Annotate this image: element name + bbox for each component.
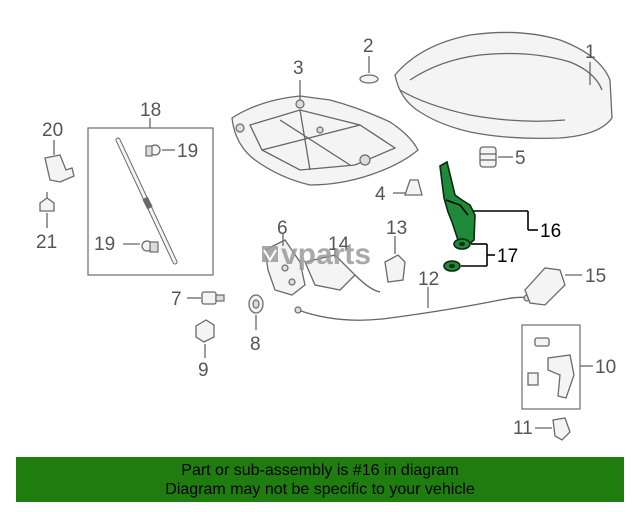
callout-7: 7 bbox=[171, 289, 182, 310]
grommet-lower-part-17[interactable] bbox=[443, 260, 461, 272]
callout-12: 12 bbox=[418, 269, 439, 290]
callout-4: 4 bbox=[375, 184, 386, 205]
callout-11: 11 bbox=[513, 418, 533, 439]
banner-line-2: Diagram may not be specific to your vehi… bbox=[165, 481, 475, 498]
callout-18: 18 bbox=[140, 100, 161, 121]
bolt-part-7[interactable] bbox=[201, 291, 225, 305]
callout-16: 16 bbox=[540, 221, 561, 242]
hood-panel[interactable] bbox=[394, 31, 613, 140]
callout-15: 15 bbox=[585, 266, 606, 287]
hood-strut[interactable] bbox=[115, 137, 178, 265]
ball-stud-upper[interactable] bbox=[145, 144, 161, 157]
latch-part-14[interactable] bbox=[304, 254, 356, 291]
banner-line-1: Part or sub-assembly is #16 in diagram bbox=[181, 462, 459, 479]
bracket-part-13[interactable] bbox=[384, 254, 406, 283]
callout-9: 9 bbox=[198, 360, 209, 381]
callout-6: 6 bbox=[277, 218, 288, 239]
callout-19a: 19 bbox=[177, 141, 198, 162]
cushion-part-5[interactable] bbox=[479, 146, 497, 168]
release-cable[interactable] bbox=[297, 296, 529, 321]
clip-part-4[interactable] bbox=[404, 179, 423, 196]
ball-stud-lower[interactable] bbox=[141, 240, 159, 253]
grommet-upper-part-17[interactable] bbox=[453, 238, 471, 250]
info-banner: Part or sub-assembly is #16 in diagram D… bbox=[16, 457, 624, 502]
bolt-part-21[interactable] bbox=[39, 192, 55, 212]
callout-19b: 19 bbox=[94, 234, 115, 255]
callout-3: 3 bbox=[293, 58, 304, 79]
callout-10: 10 bbox=[595, 357, 616, 378]
callout-2: 2 bbox=[363, 36, 374, 57]
vparts-watermark: vparts bbox=[262, 238, 371, 271]
clip-part-11[interactable] bbox=[552, 417, 571, 441]
bracket-part-20[interactable] bbox=[44, 154, 75, 183]
callout-13: 13 bbox=[386, 218, 407, 239]
cap-part-9[interactable] bbox=[195, 319, 215, 343]
parts-diagram: 1 2 3 4 5 18 19 19 bbox=[36, 31, 616, 441]
lever-part-10[interactable] bbox=[527, 337, 575, 399]
callout-14: 14 bbox=[328, 234, 350, 255]
highlighted-part-16[interactable] bbox=[439, 160, 476, 248]
watermark-text: vparts bbox=[281, 238, 371, 271]
callout-1: 1 bbox=[585, 42, 596, 63]
callout-8: 8 bbox=[250, 334, 261, 355]
callout-20: 20 bbox=[42, 120, 63, 141]
callout-21: 21 bbox=[36, 232, 57, 253]
lock-part-15[interactable] bbox=[524, 267, 566, 306]
callout-5: 5 bbox=[515, 148, 526, 169]
callout-17: 17 bbox=[497, 246, 518, 267]
hood-insulator[interactable] bbox=[231, 95, 419, 186]
washer-part-8[interactable] bbox=[248, 294, 264, 314]
box-part-10 bbox=[521, 324, 581, 410]
pad-part-2[interactable] bbox=[359, 74, 379, 84]
